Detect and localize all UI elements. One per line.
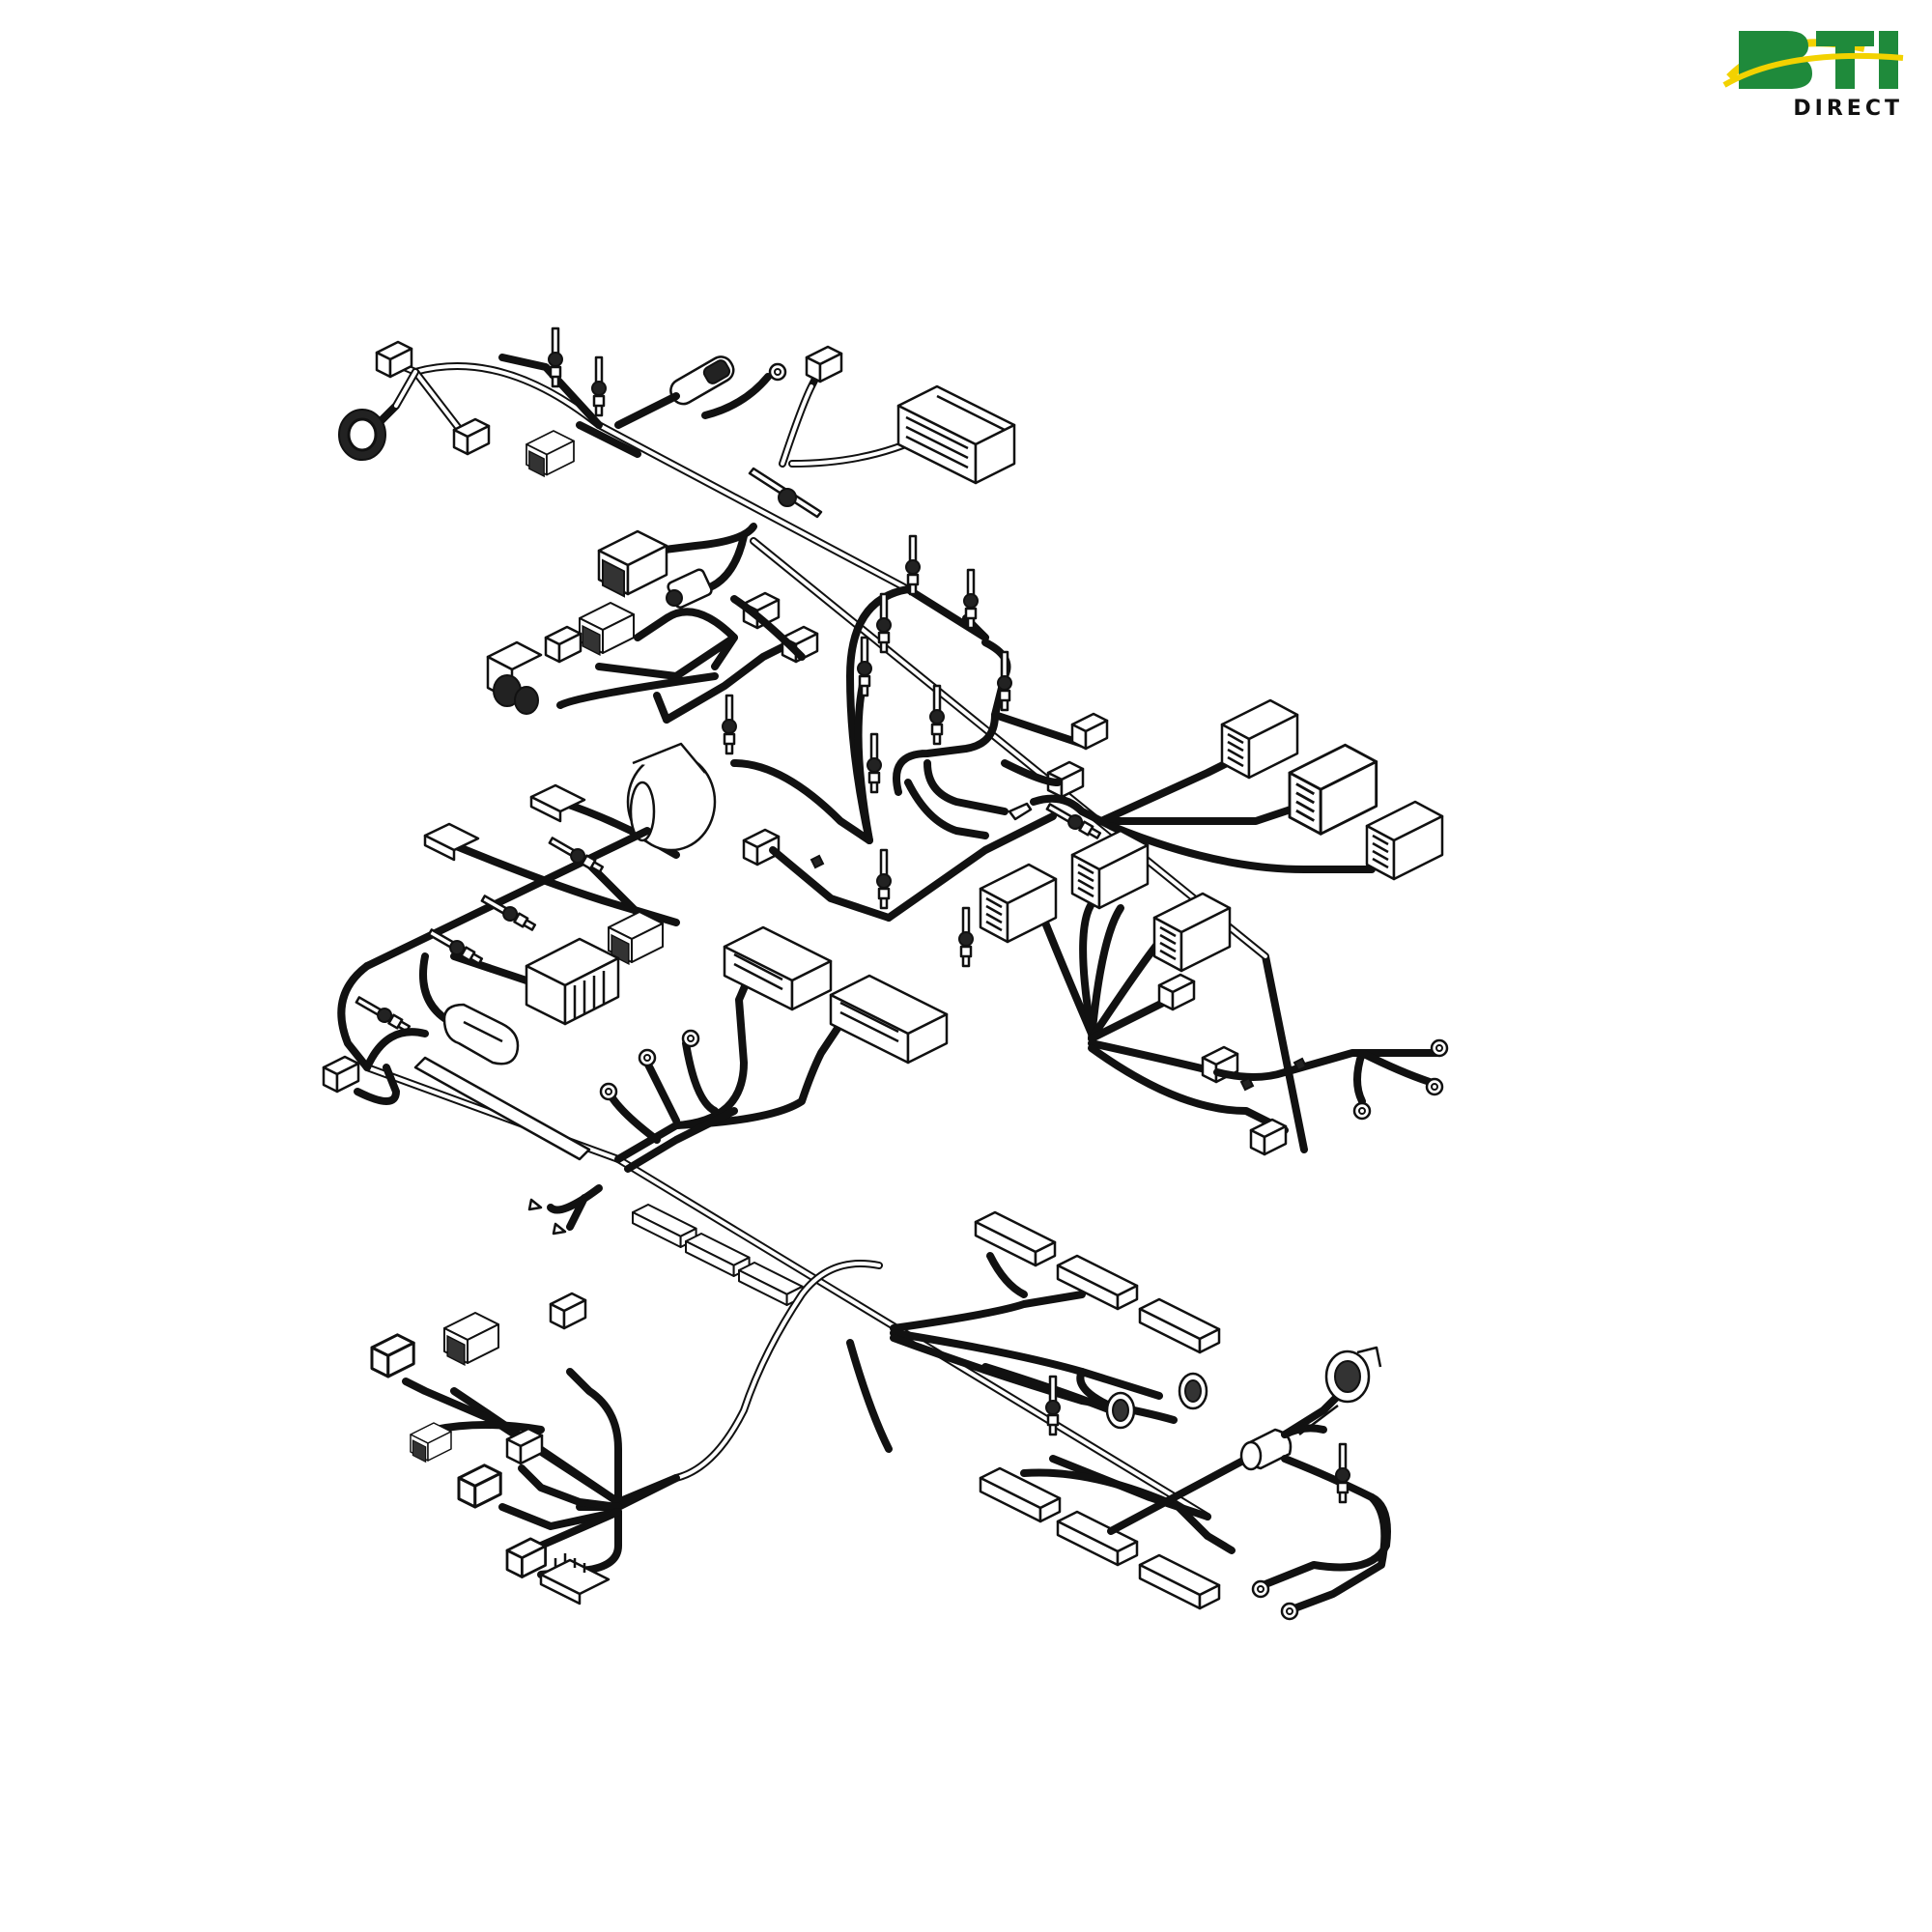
spade-terminal-center-1 xyxy=(527,1198,543,1211)
spade-terminal-mid xyxy=(1008,802,1033,821)
clip-small-2 xyxy=(1239,1076,1255,1092)
cable-tie-mid-4 xyxy=(856,636,873,697)
cable-tie-right-3 xyxy=(957,906,975,968)
connector-flat-1 xyxy=(529,783,586,823)
module-connector-right-2 xyxy=(1288,743,1378,836)
connector-end-right xyxy=(1249,1118,1288,1156)
upper-middle-branch xyxy=(486,523,1109,844)
spade-terminal-center-2 xyxy=(552,1222,567,1236)
cable-tie-right-2 xyxy=(875,848,893,910)
grommet-right-1 xyxy=(1178,1372,1208,1410)
ring-terminal-top xyxy=(768,362,787,382)
connector-lower-left-2 xyxy=(549,1292,587,1330)
cable-tie-mid-5 xyxy=(866,732,883,794)
cable-tie-top-1 xyxy=(547,327,564,388)
connector-left-end xyxy=(322,1055,360,1094)
ring-terminal-right-3 xyxy=(1425,1077,1444,1096)
cable-tie-mid-6 xyxy=(721,694,738,755)
center-block xyxy=(527,925,949,1236)
connector-lower-left-3 xyxy=(370,1333,415,1378)
harness-sleeve xyxy=(413,1056,591,1161)
tie-left-mid-4 xyxy=(353,992,413,1037)
connector-lower-left-4 xyxy=(410,1422,452,1463)
cable-tie-lower-2 xyxy=(1334,1442,1351,1504)
cable-tie-mid-1 xyxy=(904,534,922,596)
left-middle-branch xyxy=(322,742,717,1105)
terminal-block-left xyxy=(525,937,620,1026)
ring-terminal-lower-1 xyxy=(1251,1579,1270,1599)
connector-right-upper-1 xyxy=(1070,712,1109,751)
multi-connector-left xyxy=(486,640,543,715)
bar-lower-3 xyxy=(1138,1553,1221,1610)
ring-terminal-lower-2 xyxy=(1280,1602,1299,1621)
large-module-connector xyxy=(896,384,1016,485)
terminal-block-center-1 xyxy=(723,925,833,1011)
clip-small-3 xyxy=(1293,1057,1308,1072)
inline-cylinder xyxy=(1239,1424,1327,1471)
tie-left-mid-3 xyxy=(425,924,486,969)
logo-subtitle: DIRECT xyxy=(1793,97,1903,121)
lower-left-cluster xyxy=(370,1260,883,1605)
bell-actuator xyxy=(626,742,717,852)
connector-upper-mid-1 xyxy=(597,529,668,598)
ring-terminal-center-1 xyxy=(681,1029,700,1048)
terminal-strip-lower-left xyxy=(539,1553,611,1605)
round-connector-top-left xyxy=(338,409,386,461)
bar-right-2 xyxy=(1056,1254,1139,1311)
connector-lower-left-1 xyxy=(442,1311,500,1366)
cable-tie-mid-2 xyxy=(962,568,980,630)
connector-upper-mid-2 xyxy=(666,568,713,609)
clip-small-1 xyxy=(810,854,825,869)
bti-logo-mark xyxy=(1722,31,1904,89)
connector-flat-2 xyxy=(423,822,480,862)
module-connector-right-1 xyxy=(1220,698,1299,780)
ring-terminal-center-2 xyxy=(638,1048,657,1067)
round-connector-lower-right xyxy=(1324,1346,1382,1404)
right-upper-cluster xyxy=(742,698,1444,968)
top-left-branch xyxy=(338,327,1016,519)
terminal-block-center-2 xyxy=(829,974,949,1065)
connector-center-small-1 xyxy=(1157,973,1196,1011)
cable-tie-top-2 xyxy=(590,355,608,417)
right-middle-cluster xyxy=(979,829,1449,1156)
ring-terminal-center-3 xyxy=(599,1082,618,1101)
connector-lower-left-6 xyxy=(457,1463,502,1509)
bar-right-3 xyxy=(1138,1297,1221,1354)
module-connector-center-3 xyxy=(1152,892,1232,973)
connector-upper-mid-4 xyxy=(544,625,582,664)
module-connector-center-2 xyxy=(1070,829,1150,910)
cable-tie-grommet-top xyxy=(748,467,823,519)
lower-right-cluster xyxy=(631,1203,1391,1621)
bti-direct-logo: DIRECT xyxy=(1719,19,1913,126)
connector-left-mid-1 xyxy=(607,910,665,965)
connector-top-center xyxy=(805,345,843,384)
connector-upper-mid-3 xyxy=(578,601,636,656)
connector-top-left-3 xyxy=(526,430,575,477)
grommet-right-2 xyxy=(1105,1391,1136,1430)
ring-terminal-right-1 xyxy=(1430,1038,1449,1058)
ring-terminal-right-2 xyxy=(1352,1101,1372,1121)
module-connector-right-3 xyxy=(1365,800,1444,881)
oval-connector-left xyxy=(442,1003,520,1065)
